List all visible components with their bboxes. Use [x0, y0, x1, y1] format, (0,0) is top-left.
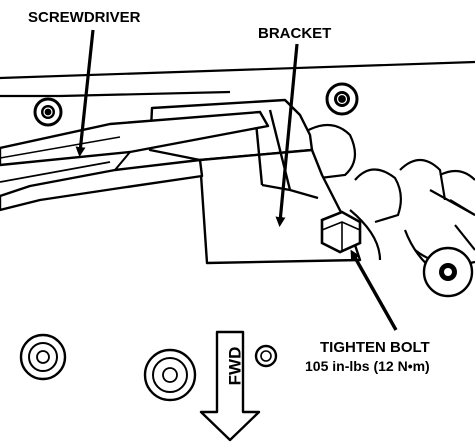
mounting-hole-center — [254, 344, 278, 368]
latch-roller — [422, 246, 474, 298]
mounting-hole-upper-left — [33, 97, 63, 127]
screwdriver-label: SCREWDRIVER — [28, 9, 141, 26]
bolt-leader-arrow — [350, 249, 398, 331]
forward-direction-arrow: FWD — [199, 330, 261, 442]
socket-bolt-lower-left — [19, 333, 67, 381]
fwd-label: FWD — [225, 347, 244, 386]
mounting-hole-upper-right — [325, 82, 359, 116]
torque-spec-label: 105 in-lbs (12 N•m) — [305, 358, 430, 374]
bracket-label: BRACKET — [258, 25, 331, 42]
bolt — [320, 210, 362, 254]
base-plate — [0, 60, 475, 98]
screwdriver-leader-arrow — [75, 29, 95, 157]
socket-bolt-left — [143, 348, 197, 402]
tighten-bolt-label: TIGHTEN BOLT — [320, 339, 430, 356]
bracket-leader-arrow — [275, 43, 299, 227]
screwdriver — [0, 110, 270, 212]
